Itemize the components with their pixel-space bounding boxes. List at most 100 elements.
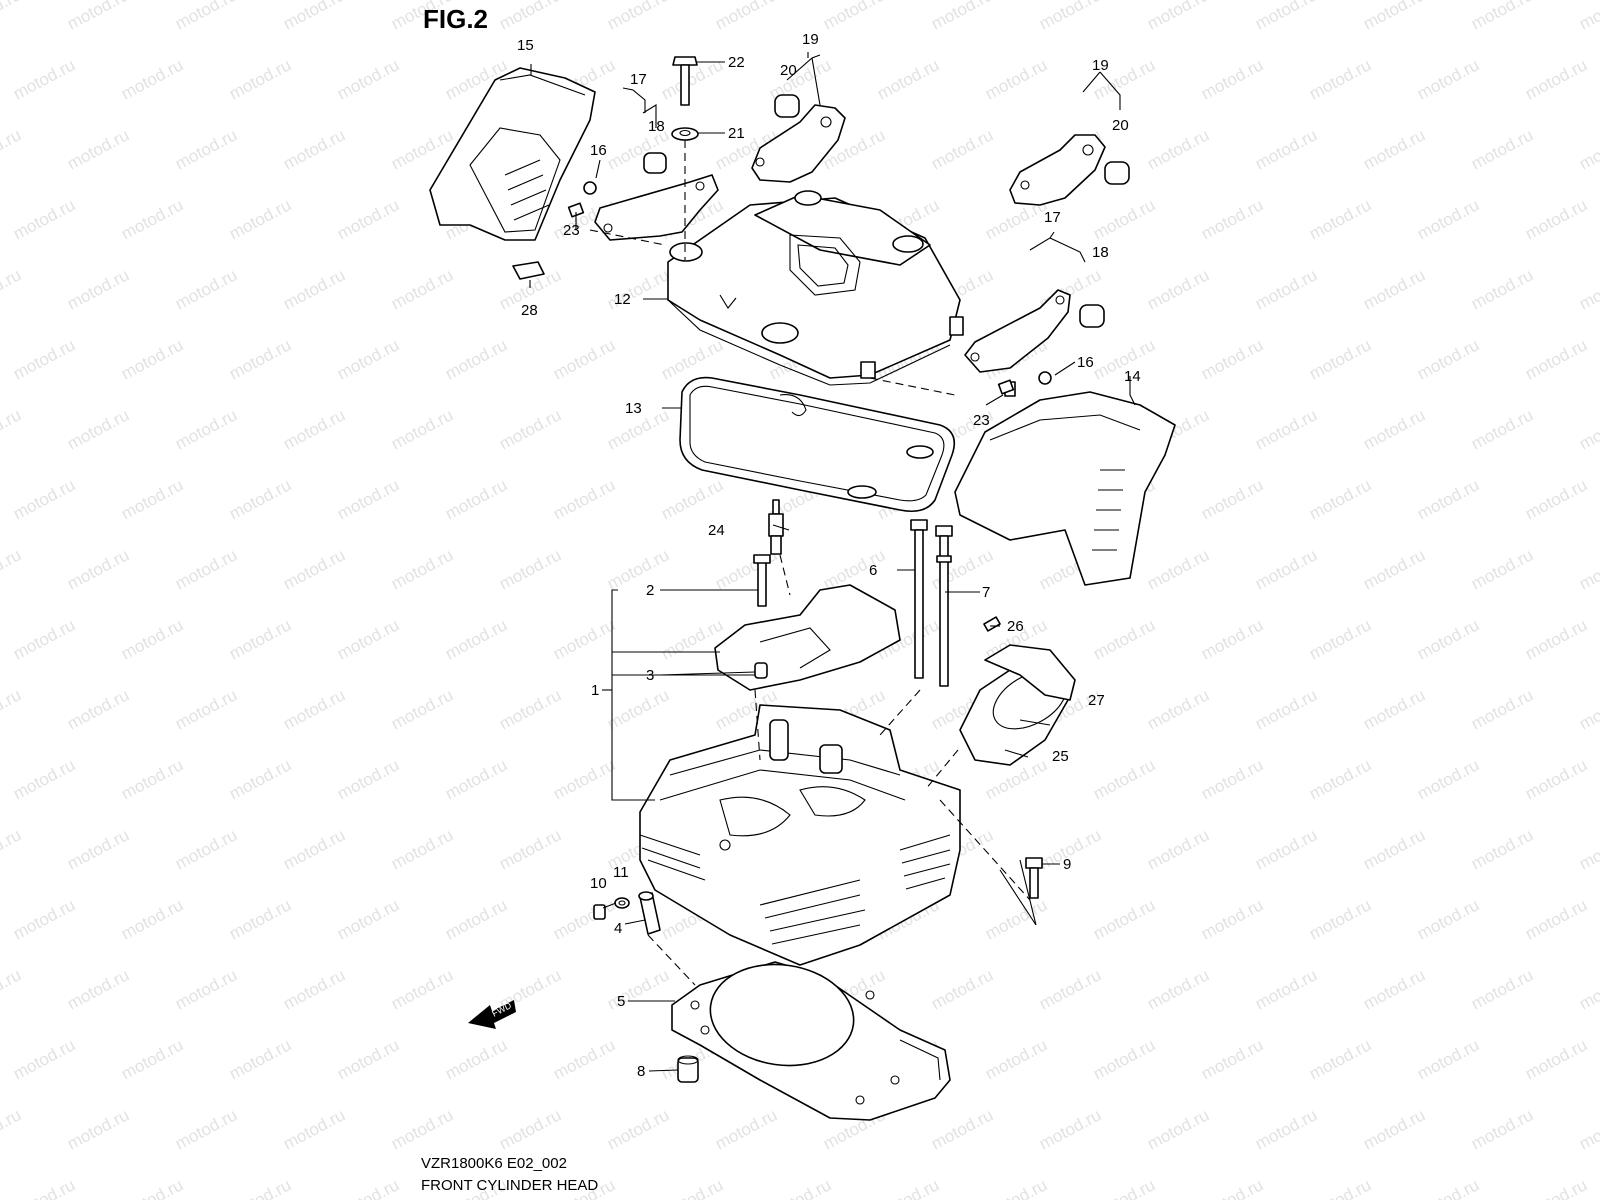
- watermark-text: motod.ru: [1036, 0, 1104, 34]
- watermark-text: motod.ru: [1144, 545, 1212, 593]
- callout-5: 5: [617, 993, 625, 1010]
- stud-bolt-washer: [593, 891, 661, 935]
- watermark-text: motod.ru: [388, 965, 456, 1013]
- watermark-text: motod.ru: [0, 265, 24, 313]
- callout-11: 11: [613, 864, 629, 881]
- watermark-text: motod.ru: [496, 405, 564, 453]
- watermark-text: motod.ru: [1522, 55, 1590, 103]
- upper-bracket-right: [1009, 134, 1130, 206]
- watermark-text: motod.ru: [1198, 195, 1266, 243]
- camshaft-holder: [714, 554, 901, 691]
- watermark-text: motod.ru: [1306, 1035, 1374, 1083]
- watermark-text: motod.ru: [712, 545, 780, 593]
- watermark-text: motod.ru: [1252, 965, 1320, 1013]
- watermark-text: motod.ru: [1468, 685, 1536, 733]
- watermark-text: motod.ru: [1144, 265, 1212, 313]
- watermark-text: motod.ru: [1198, 475, 1266, 523]
- watermark-text: motod.ru: [1576, 685, 1600, 733]
- watermark-text: motod.ru: [1576, 405, 1600, 453]
- watermark-text: motod.ru: [874, 55, 942, 103]
- watermark-text: motod.ru: [1198, 755, 1266, 803]
- watermark-text: motod.ru: [1468, 265, 1536, 313]
- watermark-text: motod.ru: [0, 125, 24, 173]
- watermark-text: motod.ru: [118, 55, 186, 103]
- watermark-text: motod.ru: [226, 335, 294, 383]
- watermark-text: motod.ru: [0, 0, 24, 34]
- callout-20b: 20: [1112, 117, 1129, 134]
- watermark-text: motod.ru: [1360, 0, 1428, 34]
- watermark-text: motod.ru: [334, 1175, 402, 1200]
- watermark-text: motod.ru: [1576, 965, 1600, 1013]
- watermark-text: motod.ru: [1576, 545, 1600, 593]
- watermark-text: motod.ru: [1090, 1175, 1158, 1200]
- watermark-text: motod.ru: [1252, 0, 1320, 34]
- watermark-text: motod.ru: [1198, 1035, 1266, 1083]
- watermark-text: motod.ru: [280, 825, 348, 873]
- watermark-text: motod.ru: [874, 1175, 942, 1200]
- watermark-text: motod.ru: [1252, 685, 1320, 733]
- watermark-text: motod.ru: [1144, 685, 1212, 733]
- watermark-text: motod.ru: [226, 55, 294, 103]
- watermark-text: motod.ru: [1414, 195, 1482, 243]
- watermark-text: motod.ru: [1306, 55, 1374, 103]
- callout-2: 2: [646, 582, 654, 599]
- head-bolts: [910, 519, 953, 687]
- watermark-text: motod.ru: [172, 0, 240, 34]
- watermark-text: motod.ru: [388, 405, 456, 453]
- assembly-lines: [589, 140, 1031, 986]
- watermark-text: motod.ru: [1360, 125, 1428, 173]
- watermark-text: motod.ru: [388, 545, 456, 593]
- watermark-text: motod.ru: [1144, 825, 1212, 873]
- callout-22: 22: [728, 54, 745, 71]
- watermark-text: motod.ru: [442, 755, 510, 803]
- right-side-cover: [954, 371, 1176, 586]
- right-bracket: [964, 289, 1105, 373]
- left-side-cover: [429, 67, 597, 241]
- callout-12: 12: [614, 291, 631, 308]
- watermark-text: motod.ru: [1306, 1175, 1374, 1200]
- watermark-text: motod.ru: [1414, 335, 1482, 383]
- watermark-text: motod.ru: [1306, 615, 1374, 663]
- watermark-text: motod.ru: [1522, 1175, 1590, 1200]
- watermark-text: motod.ru: [280, 1105, 348, 1153]
- watermark-text: motod.ru: [172, 685, 240, 733]
- watermark-text: motod.ru: [388, 685, 456, 733]
- watermark-text: motod.ru: [1576, 265, 1600, 313]
- watermark-text: motod.ru: [388, 1105, 456, 1153]
- watermark-text: motod.ru: [1198, 55, 1266, 103]
- watermark-text: motod.ru: [550, 755, 618, 803]
- callout-25: 25: [1052, 748, 1069, 765]
- watermark-text: motod.ru: [10, 1175, 78, 1200]
- watermark-text: motod.ru: [604, 685, 672, 733]
- watermark-text: motod.ru: [226, 475, 294, 523]
- watermark-text: motod.ru: [1576, 1105, 1600, 1153]
- watermark-text: motod.ru: [496, 0, 564, 34]
- watermark-text: motod.ru: [118, 475, 186, 523]
- callout-26: 26: [1007, 618, 1024, 635]
- watermark-text: motod.ru: [172, 405, 240, 453]
- watermark-text: motod.ru: [118, 1175, 186, 1200]
- watermark-text: motod.ru: [550, 1035, 618, 1083]
- watermark-text: motod.ru: [1090, 615, 1158, 663]
- watermark-text: motod.ru: [1252, 1105, 1320, 1153]
- watermark-text: motod.ru: [1252, 265, 1320, 313]
- watermark-text: motod.ru: [0, 1105, 24, 1153]
- watermark-text: motod.ru: [64, 1105, 132, 1153]
- watermark-text: motod.ru: [64, 0, 132, 34]
- watermark-text: motod.ru: [0, 405, 24, 453]
- watermark-text: motod.ru: [388, 825, 456, 873]
- watermark-text: motod.ru: [658, 1175, 726, 1200]
- watermark-text: motod.ru: [1252, 125, 1320, 173]
- watermark-text: motod.ru: [658, 475, 726, 523]
- watermark-text: motod.ru: [496, 825, 564, 873]
- watermark-text: motod.ru: [10, 895, 78, 943]
- watermark-text: motod.ru: [10, 755, 78, 803]
- watermark-text: motod.ru: [334, 895, 402, 943]
- watermark-text: motod.ru: [1576, 0, 1600, 34]
- watermark-text: motod.ru: [334, 1035, 402, 1083]
- watermark-text: motod.ru: [226, 195, 294, 243]
- callout-24: 24: [708, 522, 725, 539]
- callout-13: 13: [625, 400, 642, 417]
- watermark-text: motod.ru: [1414, 615, 1482, 663]
- watermark-text: motod.ru: [0, 825, 24, 873]
